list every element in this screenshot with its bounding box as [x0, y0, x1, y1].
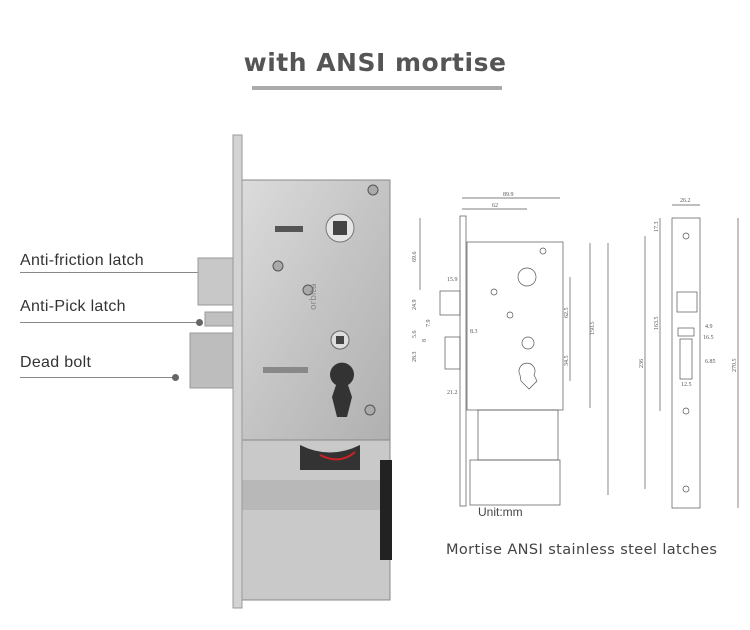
dimension-label: 15.9	[447, 277, 458, 283]
caption: Mortise ANSI stainless steel latches	[446, 542, 718, 558]
callout-dot	[196, 319, 203, 326]
dimension-label: 236	[639, 359, 645, 368]
mortise-lock-photo: orbita	[189, 134, 392, 609]
front-technical-drawing	[419, 197, 609, 507]
front-dimension-labels: 89.9 62 69.6 15.9 24.9 7.9 5.6 8 8.3 28.…	[412, 192, 596, 396]
dimension-label: 26.2	[680, 198, 691, 204]
callout-dead-bolt: Dead bolt	[20, 354, 92, 371]
dimension-label: 12.5	[681, 382, 692, 388]
dimension-label: 69.6	[412, 252, 418, 263]
dimension-label: 7.9	[426, 320, 432, 328]
dimension-label: 4.9	[705, 324, 713, 330]
callout-anti-pick-latch: Anti-Pick latch	[20, 298, 126, 315]
callout-dot	[172, 374, 179, 381]
dimension-label: 34.5	[564, 356, 570, 367]
dimension-label: 6.85	[705, 359, 716, 365]
dimension-label: 150.5	[590, 322, 596, 336]
unit-label: Unit:mm	[478, 505, 523, 519]
dimension-label: 89.9	[503, 192, 514, 198]
dimension-label: 62	[492, 203, 498, 209]
dimension-label: 270.5	[732, 359, 738, 373]
page-title: with ANSI mortise	[243, 48, 507, 77]
dimension-label: 163.5	[654, 317, 660, 331]
callout-line	[20, 377, 175, 378]
dimension-label: 17.3	[654, 222, 660, 233]
title-underline	[252, 86, 502, 90]
dimension-label: 5.6	[412, 331, 418, 339]
dimension-label: 28.3	[412, 352, 418, 363]
faceplate-technical-drawing	[644, 204, 739, 509]
dimension-label: 62.5	[564, 308, 570, 319]
side-dimension-labels: 26.2 17.3 163.5 4.9 16.5 6.85 12.5 236 2…	[639, 198, 738, 388]
dimension-label: 8.3	[470, 329, 478, 335]
dimension-label: 24.9	[412, 300, 418, 311]
dimension-label: 8	[422, 339, 428, 342]
brand-logo: orbita	[309, 284, 319, 310]
callout-anti-friction-latch: Anti-friction latch	[20, 252, 144, 269]
dimension-label: 21.2	[447, 390, 458, 396]
dimension-label: 16.5	[703, 335, 714, 341]
callout-line	[20, 272, 210, 273]
callout-line	[20, 322, 200, 323]
